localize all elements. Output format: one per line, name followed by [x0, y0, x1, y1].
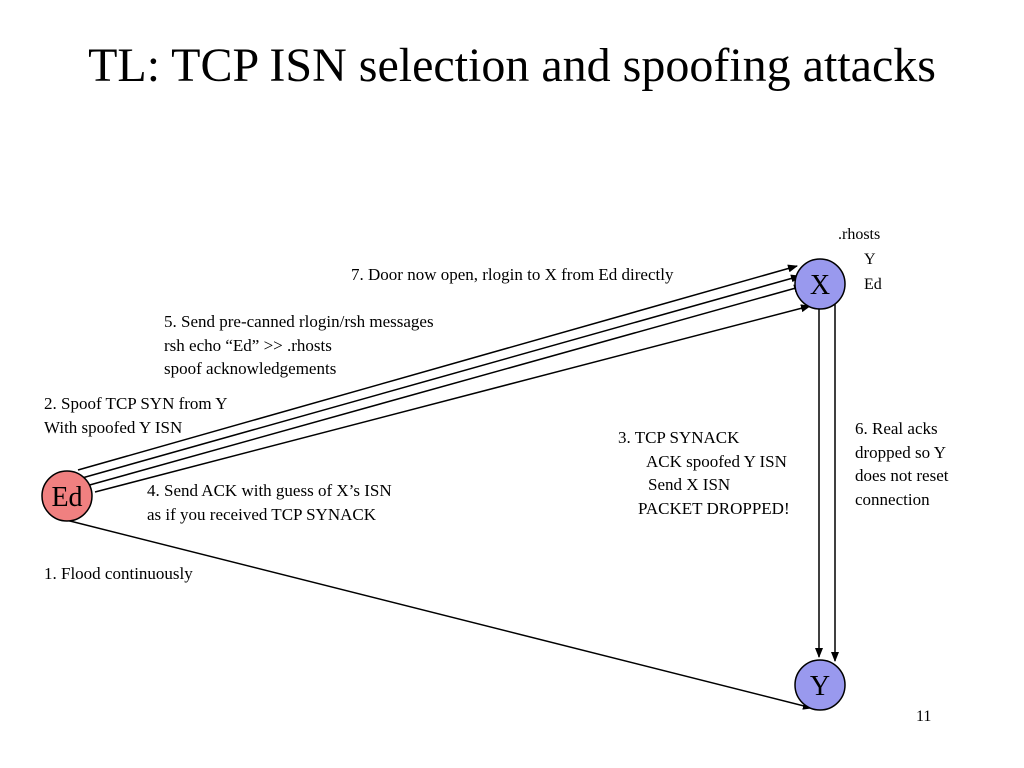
step-2-label: 2. Spoof TCP SYN from Y With spoofed Y I…: [44, 392, 228, 439]
step-4-label: 4. Send ACK with guess of X’s ISN as if …: [147, 479, 392, 526]
step-1-line-1: 1. Flood continuously: [44, 564, 193, 583]
node-x-label: X: [810, 270, 830, 301]
slide-title: TL: TCP ISN selection and spoofing attac…: [88, 39, 936, 92]
arrow-step4-ed-to-x: [94, 304, 811, 493]
arrow-step5-ed-to-x: [81, 274, 801, 479]
node-x: X: [794, 258, 846, 310]
node-ed-label: Ed: [51, 482, 82, 513]
node-ed: Ed: [41, 470, 93, 522]
step-3-line-4: PACKET DROPPED!: [638, 498, 790, 518]
step-7-line-1: 7. Door now open, rlogin to X from Ed di…: [351, 265, 674, 284]
step-7-label: 7. Door now open, rlogin to X from Ed di…: [351, 263, 673, 287]
step-5-line-3: spoof acknowledgements: [164, 359, 337, 378]
step-5-label: 5. Send pre-canned rlogin/rsh messages r…: [164, 310, 434, 381]
step-4-line-1: 4. Send ACK with guess of X’s ISN: [147, 481, 392, 500]
step-3-label: 3. TCP SYNACK ACK spoofed Y ISN Send X I…: [618, 426, 790, 520]
arrow-step7-ed-to-x: [77, 264, 798, 471]
node-y: Y: [794, 659, 846, 711]
step-6-line-3: does not reset: [855, 466, 949, 485]
step-3-line-3: Send X ISN: [648, 475, 731, 494]
step-5-line-2: rsh echo “Ed” >> .rhosts: [164, 335, 332, 355]
rhosts-entry-y: Y: [864, 251, 876, 268]
step-1-label: 1. Flood continuously: [44, 562, 193, 586]
step-5-line-1: 5. Send pre-canned rlogin/rsh messages: [164, 312, 434, 331]
slide-number: 11: [916, 708, 932, 725]
step-4-line-2: as if you received TCP SYNACK: [147, 504, 377, 524]
step-2-line-1: 2. Spoof TCP SYN from Y: [44, 394, 228, 413]
arrow-step2-ed-to-x: [85, 284, 804, 487]
step-6-line-1: 6. Real acks: [855, 419, 938, 438]
step-3-line-2: ACK spoofed Y ISN: [646, 451, 787, 471]
step-6-line-2: dropped so Y: [855, 442, 946, 462]
rhosts-title: .rhosts: [838, 226, 881, 243]
arrow-step1-ed-to-y: [65, 519, 813, 710]
step-3-line-1: 3. TCP SYNACK: [618, 428, 740, 447]
step-2-line-2: With spoofed Y ISN: [44, 417, 183, 437]
rhosts-label: .rhosts Y Ed: [838, 222, 882, 297]
step-6-line-4: connection: [855, 489, 930, 509]
step-6-label: 6. Real acks dropped so Y does not reset…: [855, 417, 948, 511]
rhosts-entry-ed: Ed: [864, 276, 882, 293]
node-y-label: Y: [810, 671, 830, 702]
